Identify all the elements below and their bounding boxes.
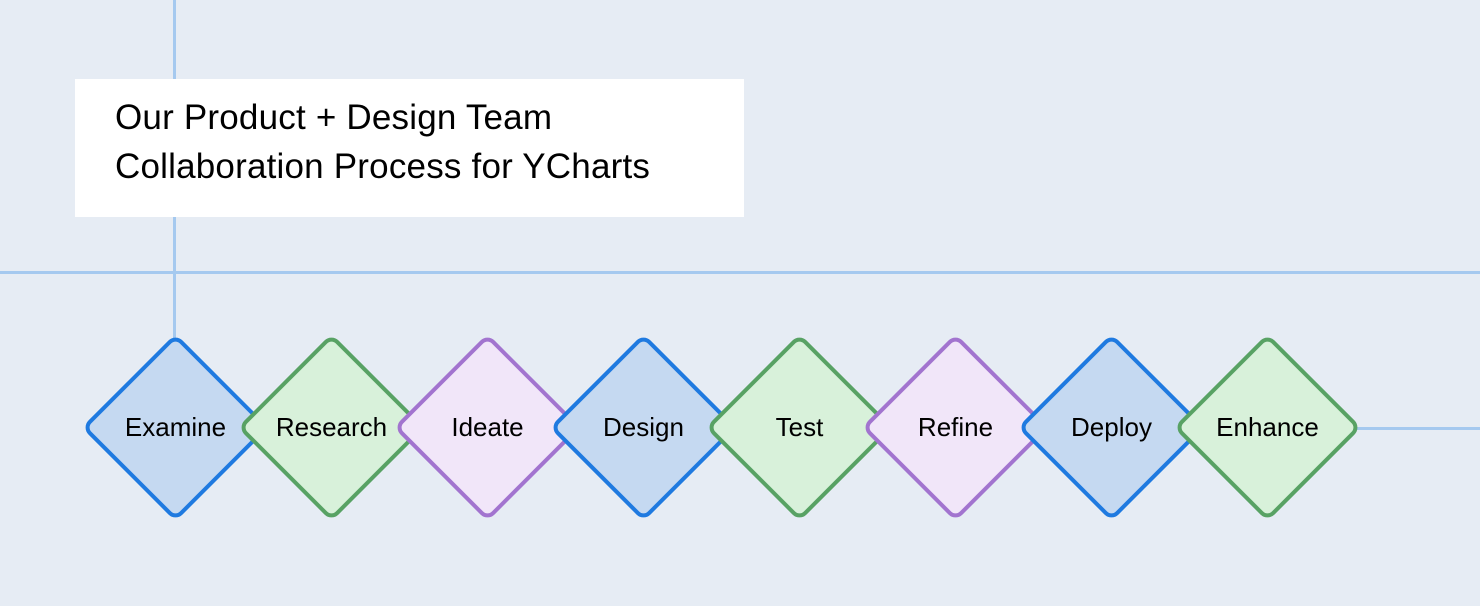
process-step-label: Examine (124, 412, 226, 442)
process-step-label: Design (602, 412, 684, 442)
process-step-label: Ideate (450, 412, 524, 442)
process-step-label: Enhance (1215, 412, 1319, 442)
enhance-outgoing-connector-line[interactable] (1267, 427, 1480, 430)
process-step-label: Research (275, 412, 387, 442)
process-step-enhance[interactable]: Enhance (1172, 333, 1362, 522)
title-line-2: Collaboration Process for YCharts (115, 147, 651, 186)
horizontal-grid-line (0, 271, 1480, 274)
process-step-label: Deploy (1070, 412, 1152, 442)
process-step-label: Refine (917, 412, 993, 442)
process-step-label: Test (775, 412, 823, 442)
title-card[interactable]: Our Product + Design Team Collaboration … (75, 79, 744, 217)
title-line-1: Our Product + Design Team (115, 98, 553, 137)
